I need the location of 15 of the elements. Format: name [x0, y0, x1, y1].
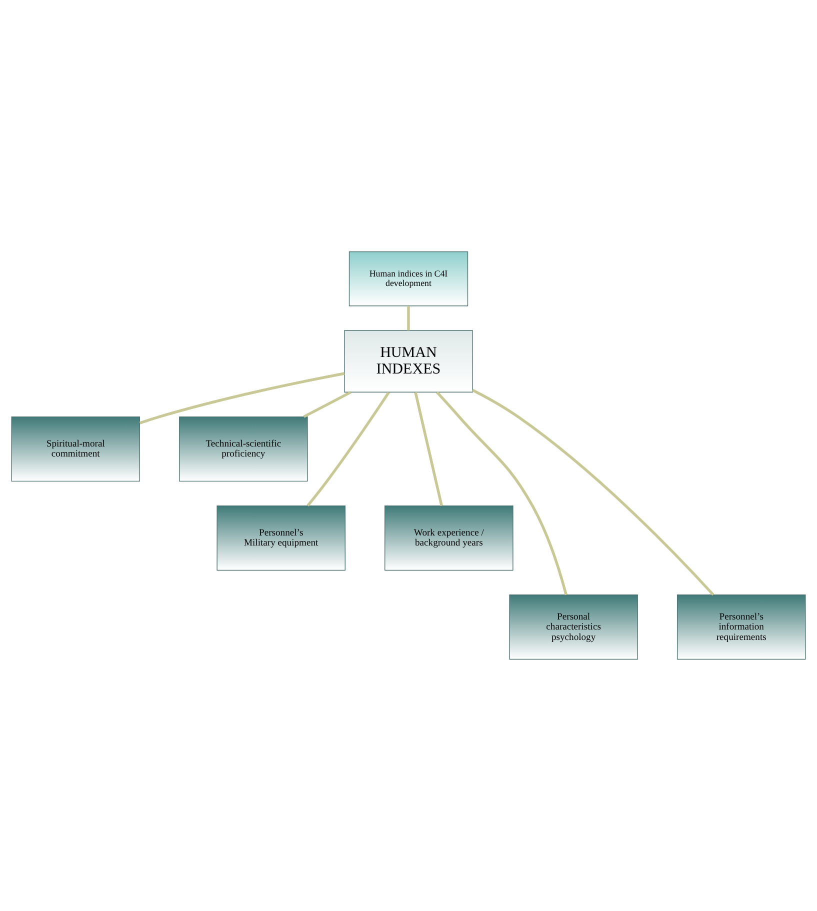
connector [139, 372, 345, 424]
node-box: Technical-scientific proficiency [179, 416, 308, 482]
node-box: Personal characteristics psychology [509, 594, 638, 660]
connector [414, 392, 443, 506]
connector [436, 391, 568, 596]
connector [306, 392, 390, 507]
connector [472, 388, 714, 596]
node-box: Spiritual-moral commitment [11, 416, 140, 482]
connector [303, 390, 352, 418]
node-box: Personnel’s information requirements [676, 594, 806, 660]
node-box: Human indices in C4I development [348, 251, 468, 306]
node-box: Personnel’s Military equipment [216, 506, 346, 571]
node-box: HUMAN INDEXES [344, 330, 473, 392]
connector [407, 306, 410, 330]
node-box: Work experience / background years [384, 506, 514, 571]
